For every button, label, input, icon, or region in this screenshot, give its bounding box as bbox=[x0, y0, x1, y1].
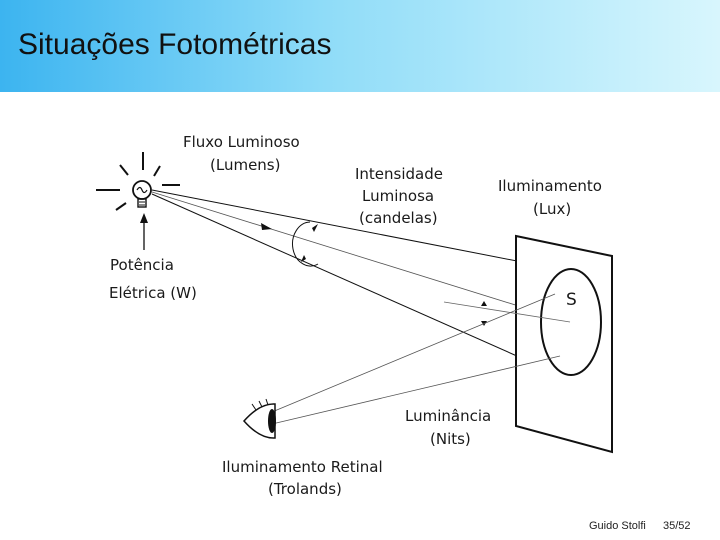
label-candelas: (candelas) bbox=[359, 209, 438, 227]
label-potencia: Potência bbox=[110, 256, 174, 274]
arc-arrow-top bbox=[312, 224, 318, 232]
power-arrow bbox=[140, 213, 148, 250]
label-intensidade: Intensidade bbox=[355, 165, 443, 183]
flux-arrow bbox=[261, 223, 272, 230]
label-lux: (Lux) bbox=[533, 200, 571, 218]
label-luminancia: Luminância bbox=[405, 407, 491, 425]
footer-author: Guido Stolfi bbox=[589, 520, 646, 532]
label-fluxo-unit: (Lumens) bbox=[210, 156, 280, 174]
label-luminosa: Luminosa bbox=[362, 187, 434, 205]
eye-icon bbox=[244, 399, 276, 438]
label-area-s: S bbox=[566, 290, 577, 310]
light-bulb-icon bbox=[133, 181, 151, 207]
illuminated-area bbox=[541, 269, 601, 375]
label-trolands: (Trolands) bbox=[268, 480, 342, 498]
label-eletrica: Elétrica (W) bbox=[109, 284, 197, 302]
label-iluminamento: Iluminamento bbox=[498, 177, 602, 195]
label-fluxo: Fluxo Luminoso bbox=[183, 133, 300, 151]
label-nits: (Nits) bbox=[430, 430, 471, 448]
footer-page-number: 35/52 bbox=[663, 520, 691, 532]
label-iluminamento-retinal: Iluminamento Retinal bbox=[222, 458, 383, 476]
illuminance-arrow-up bbox=[481, 301, 487, 306]
